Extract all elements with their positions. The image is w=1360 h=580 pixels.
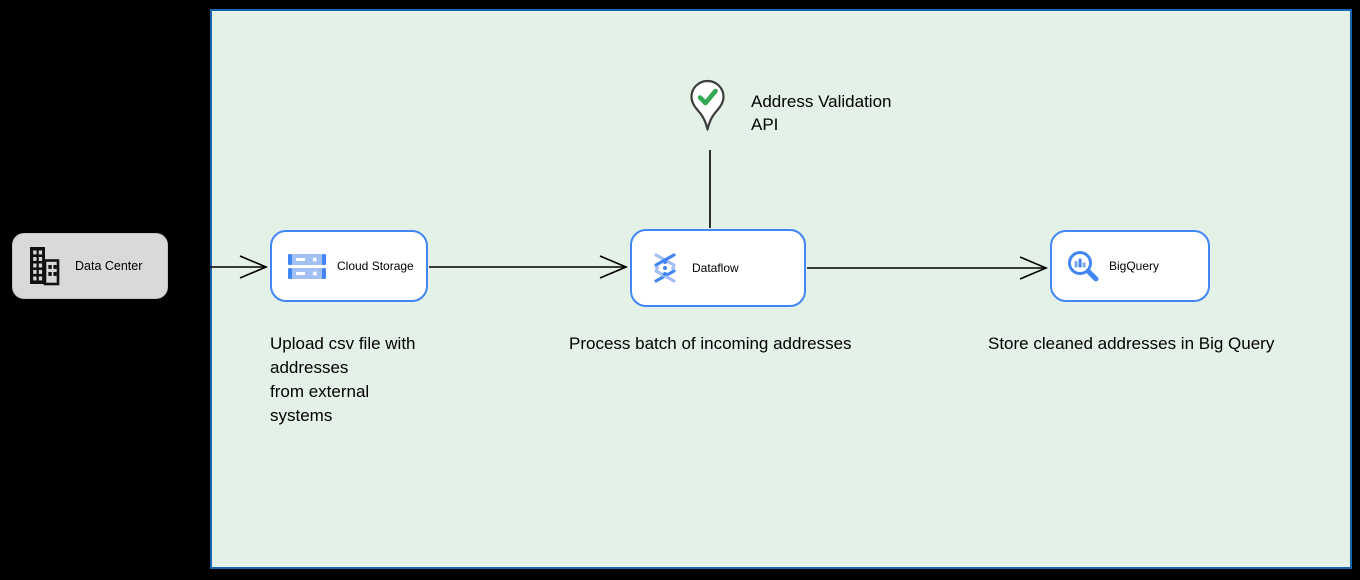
node-dataflow[interactable]: Dataflow <box>630 229 806 307</box>
building-icon <box>30 247 60 286</box>
node-data-center[interactable]: Data Center <box>12 233 168 299</box>
cloud-storage-icon <box>288 253 326 279</box>
bigquery-icon <box>1068 251 1099 282</box>
node-label-bigquery: BigQuery <box>1109 259 1160 273</box>
node-bigquery[interactable]: BigQuery <box>1050 230 1210 302</box>
caption-process-batch: Process batch of incoming addresses <box>569 334 852 353</box>
annotation-address-validation-api: Address Validation API <box>751 92 892 134</box>
node-cloud-storage[interactable]: Cloud Storage <box>270 230 428 302</box>
node-label-cloud-storage: Cloud Storage <box>337 259 414 273</box>
caption-upload-csv: Upload csv file with addresses from exte… <box>270 334 416 425</box>
caption-store-cleaned: Store cleaned addresses in Big Query <box>988 334 1275 353</box>
location-pin-check-icon <box>690 79 725 131</box>
node-label-dataflow: Dataflow <box>692 261 739 275</box>
dataflow-icon <box>654 253 676 283</box>
node-label-data-center: Data Center <box>75 259 143 273</box>
